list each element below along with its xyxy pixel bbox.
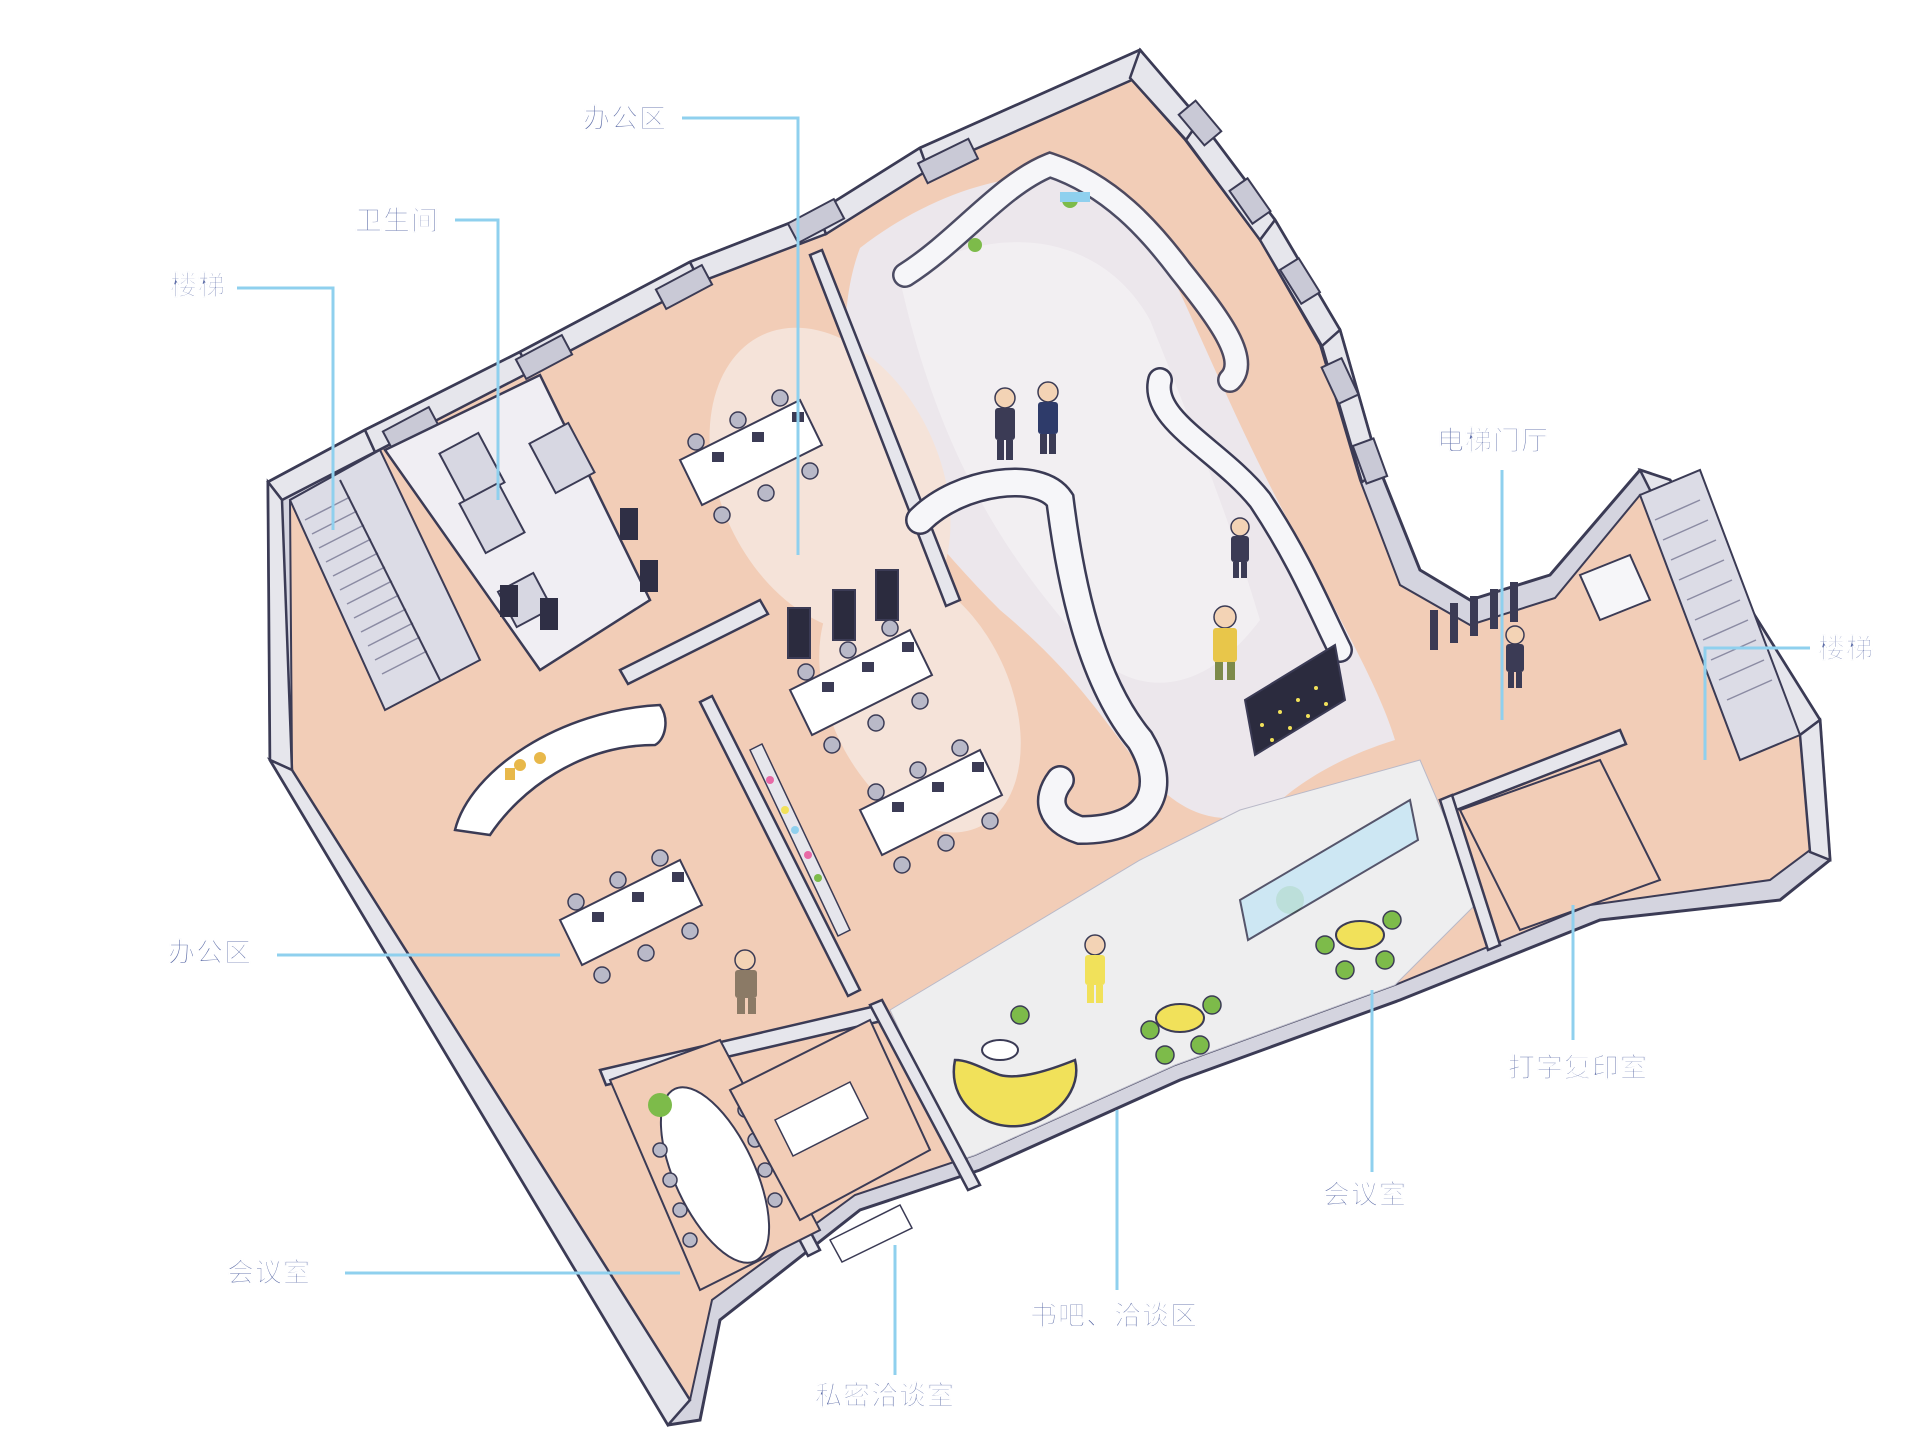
label-meeting-room-left: 会议室 — [227, 1258, 311, 1289]
person-4 — [1213, 605, 1237, 680]
people — [734, 381, 1525, 1014]
reception-desk — [453, 703, 667, 837]
workstations — [558, 389, 1004, 984]
label-print-room: 打字复印室 — [1508, 1053, 1648, 1084]
lobby-light-pool — [900, 242, 1260, 683]
person-5 — [1505, 625, 1525, 688]
person-6 — [1084, 934, 1106, 1003]
callout-lines — [237, 116, 1810, 1375]
callout-line-office-top — [682, 116, 800, 555]
office-light-pool-top — [709, 327, 951, 633]
print-room-floor — [1458, 758, 1662, 932]
label-stairs-left: 楼梯 — [170, 271, 226, 302]
label-office-area-top: 办公区 — [583, 104, 667, 135]
elevator-doors — [1430, 582, 1518, 650]
reception-decor — [505, 752, 546, 780]
feature-walls — [892, 151, 1353, 846]
label-meeting-room-right: 会议室 — [1323, 1180, 1407, 1211]
display-wall-dots — [1260, 686, 1328, 742]
person-7 — [734, 949, 757, 1014]
display-wall — [1243, 643, 1347, 757]
label-office-area-left: 办公区 — [168, 938, 252, 969]
callout-line-stairs-right — [1703, 646, 1810, 760]
label-book-bar: 书吧、洽谈区 — [1030, 1301, 1198, 1332]
desk-cluster-lower — [858, 739, 1004, 874]
person-1 — [994, 387, 1016, 460]
callout-line-restroom — [455, 218, 500, 500]
desk-cluster-top — [678, 389, 824, 524]
pinboard — [749, 742, 851, 938]
label-elevator-hall: 电梯门厅 — [1437, 426, 1549, 457]
desk-cluster-left — [558, 849, 704, 984]
label-restroom: 卫生间 — [355, 206, 439, 237]
callout-line-stairs-left — [237, 286, 335, 530]
person-2 — [1037, 381, 1059, 454]
meeting-room-left — [608, 1038, 822, 1292]
private-room — [728, 1018, 932, 1263]
label-stairs-right: 楼梯 — [1818, 634, 1874, 665]
yellow-sofa — [952, 1058, 1078, 1128]
desk-cluster-middle — [788, 619, 934, 754]
stairwell-right — [1578, 468, 1802, 762]
window-notches — [381, 99, 1389, 485]
stairwell-left — [288, 448, 482, 712]
restroom-block — [383, 373, 658, 672]
label-private-room: 私密洽谈室 — [815, 1381, 955, 1412]
person-3 — [1230, 517, 1250, 578]
